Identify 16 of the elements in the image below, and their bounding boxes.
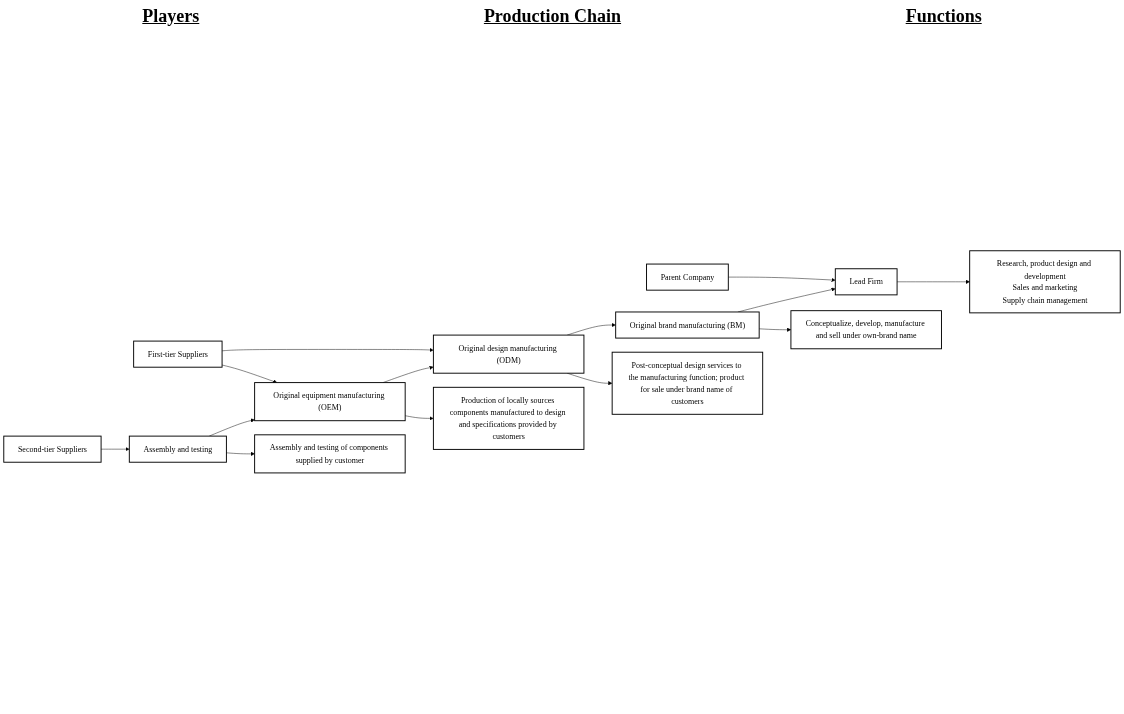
node-box: Research, product design and development Sales and marketing Supply chain management: [969, 250, 1121, 314]
node-box: Post-conceptual design services to the manufacturing function; product for sale under brand name of customers: [611, 351, 764, 415]
node-box: Lead Firm: [834, 268, 898, 296]
node-box: Assembly and testing of components supplied by customer: [254, 434, 406, 474]
node-box: Conceptualize, develop, manufacture and sell under own-brand name: [790, 310, 942, 350]
column-heading: Production Chain: [483, 6, 622, 27]
node-box: First-tier Suppliers: [133, 340, 223, 368]
node-box: Assembly and testing: [128, 435, 227, 463]
node-box: Production of locally sources components manufactured to design and specifications provided by customers: [432, 387, 585, 451]
column-heading: Functions: [905, 6, 982, 27]
node-box: Parent Company: [646, 263, 729, 291]
node-box: Second-tier Suppliers: [3, 435, 102, 463]
node-box: Original equipment manufacturing (OEM): [254, 382, 406, 422]
node-box: Original brand manufacturing (BM): [615, 311, 760, 339]
node-box: Original design manufacturing (ODM): [432, 334, 585, 374]
column-heading: Players: [142, 6, 200, 27]
